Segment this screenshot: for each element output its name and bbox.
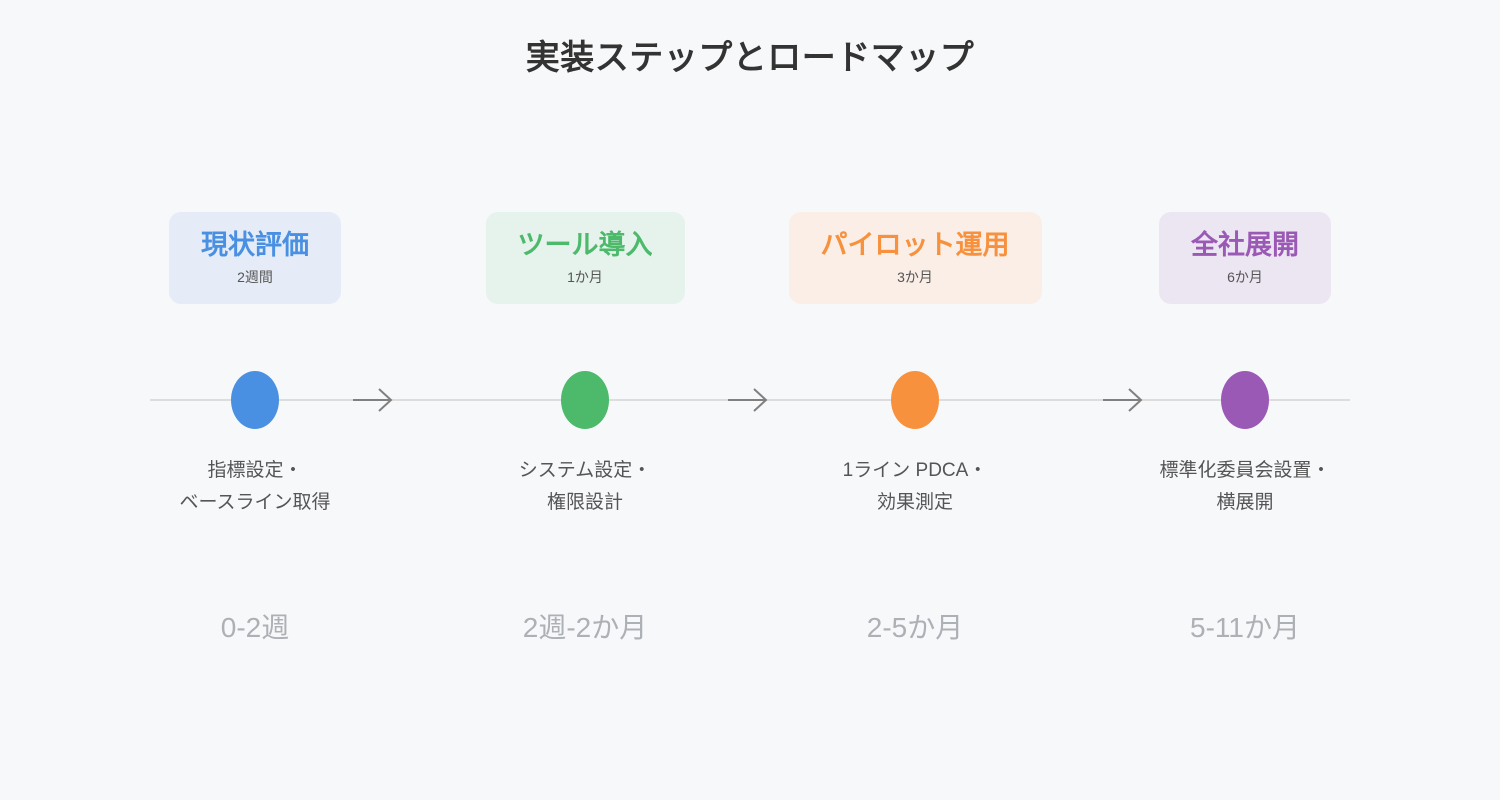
period-label-2: 2週-2か月: [522, 612, 648, 643]
period-label-slot: 2週-2か月: [420, 608, 750, 648]
phase-description-line: 指標設定・: [207, 460, 303, 481]
phase-card-slot: 現状評価 2週間: [90, 212, 420, 304]
period-label-3: 2-5か月: [866, 612, 964, 643]
period-label-slot: 0-2週: [90, 608, 420, 648]
phase-description-line: ベースライン取得: [179, 492, 331, 513]
timeline-node-4[interactable]: [1221, 371, 1269, 429]
phase-description-line: 権限設計: [546, 492, 623, 513]
phase-description-slot: 1ライン PDCA・ 効果測定: [750, 455, 1080, 519]
phase-description-line: 標準化委員会設置・: [1159, 460, 1331, 481]
phase-card-title: パイロット運用: [820, 230, 1010, 260]
timeline-node-slot: [420, 340, 750, 460]
timeline-node-slot: [750, 340, 1080, 460]
phase-description-slot: 指標設定・ ベースライン取得: [90, 455, 420, 519]
timeline-node-slot: [1080, 340, 1410, 460]
phase-card-slot: パイロット運用 3か月: [750, 212, 1080, 304]
phase-card-title: 現状評価: [201, 230, 309, 260]
phase-description-slot: 標準化委員会設置・ 横展開: [1080, 455, 1410, 519]
phase-card-2[interactable]: ツール導入 1か月: [485, 212, 685, 304]
timeline-node-row: [90, 340, 1410, 460]
phase-description-line: 横展開: [1216, 492, 1274, 513]
timeline-node-slot: [90, 340, 420, 460]
phase-card-row: 現状評価 2週間 ツール導入 1か月 パイロット運用 3か月 全社展開 6か月: [90, 212, 1410, 320]
period-label-slot: 5-11か月: [1080, 608, 1410, 648]
timeline-node-2[interactable]: [561, 371, 609, 429]
phase-description-line: システム設定・: [518, 460, 652, 481]
period-label-1: 0-2週: [220, 612, 290, 643]
period-label-row: 0-2週 2週-2か月 2-5か月 5-11か月: [90, 608, 1410, 648]
phase-description-slot: システム設定・ 権限設計: [420, 455, 750, 519]
timeline-node-3[interactable]: [891, 371, 939, 429]
period-label-slot: 2-5か月: [750, 608, 1080, 648]
timeline: [90, 340, 1410, 460]
phase-card-3[interactable]: パイロット運用 3か月: [788, 212, 1042, 304]
phase-card-1[interactable]: 現状評価 2週間: [169, 212, 341, 304]
phase-card-duration: 3か月: [897, 269, 933, 285]
page-title: 実装ステップとロードマップ: [525, 39, 975, 77]
period-label-4: 5-11か月: [1190, 612, 1300, 643]
phase-card-title: ツール導入: [517, 230, 653, 260]
phase-card-duration: 2週間: [237, 269, 273, 285]
phase-card-duration: 1か月: [567, 269, 603, 285]
phase-card-slot: ツール導入 1か月: [420, 212, 750, 304]
phase-description-line: 効果測定: [876, 492, 953, 513]
phase-card-duration: 6か月: [1227, 269, 1263, 285]
phase-card-slot: 全社展開 6か月: [1080, 212, 1410, 304]
phase-card-4[interactable]: 全社展開 6か月: [1159, 212, 1331, 304]
phase-card-title: 全社展開: [1191, 230, 1299, 260]
phase-description-line: 1ライン PDCA・: [842, 460, 988, 481]
timeline-node-1[interactable]: [231, 371, 279, 429]
phase-description-row: 指標設定・ ベースライン取得 システム設定・ 権限設計 1ライン PDCA・ 効…: [90, 455, 1410, 519]
